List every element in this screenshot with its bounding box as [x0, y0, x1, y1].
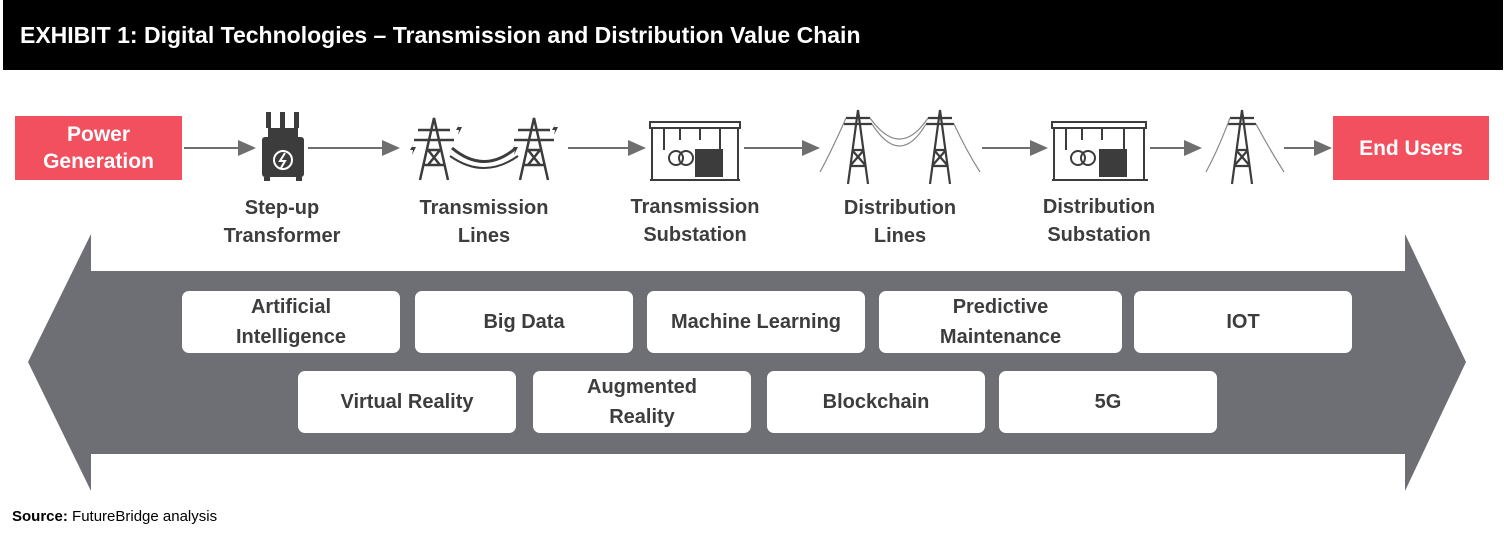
distribution-pole-icon: [1205, 109, 1285, 185]
stage-distribution-lines: Distribution Lines: [810, 194, 990, 250]
end-users-label: End Users: [1359, 136, 1463, 160]
tech-big-data: Big Data: [415, 291, 633, 353]
stage-label-line2: Substation: [643, 224, 747, 246]
tech-label: Machine Learning: [670, 311, 842, 333]
tech-iot: IOT: [1134, 291, 1352, 353]
stage-label-line2: Lines: [873, 225, 927, 247]
tech-label-line2: Reality: [609, 406, 675, 428]
tech-5g: 5G: [999, 371, 1217, 433]
tech-machine-learning: Machine Learning: [647, 291, 865, 353]
value-chain-flow: [184, 109, 1332, 185]
stage-step-up-transformer: Step-up Transformer: [192, 194, 372, 250]
stage-label-line1: Distribution: [1042, 196, 1156, 218]
distribution-pole-icon: [819, 109, 981, 185]
tech-virtual-reality: Virtual Reality: [298, 371, 516, 433]
stage-transmission-lines: Transmission Lines: [394, 194, 574, 250]
tech-label: IOT: [1226, 311, 1260, 333]
stage-label-line2: Substation: [1047, 224, 1151, 246]
substation-icon: [649, 121, 741, 181]
power-generation-box: Power Generation: [15, 116, 182, 180]
end-users-box: End Users: [1333, 116, 1489, 180]
tech-label-line2: Intelligence: [235, 326, 347, 348]
tech-blockchain: Blockchain: [767, 371, 985, 433]
source-text: FutureBridge analysis: [72, 508, 218, 525]
stage-label-line1: Step-up: [244, 197, 320, 219]
tech-label-line1: Augmented: [587, 376, 697, 398]
tech-label: Virtual Reality: [340, 391, 474, 413]
power-generation-label: Power Generation: [43, 123, 154, 173]
tech-label-line1: Artificial: [250, 296, 332, 318]
stage-label-line2: Transformer: [223, 225, 341, 247]
tech-label-line2: Maintenance: [939, 326, 1062, 348]
substation-icon: [1051, 121, 1148, 181]
stage-transmission-substation: Transmission Substation: [605, 193, 785, 249]
double-headed-arrow: [28, 234, 1466, 491]
stage-label-line2: Lines: [457, 225, 511, 247]
transmission-tower-icon: [414, 117, 554, 181]
source-note: Source: FutureBridge analysis: [12, 508, 217, 525]
tech-label: Big Data: [483, 311, 565, 333]
source-label: Source:: [12, 508, 68, 525]
transformer-icon: [262, 112, 304, 181]
tech-label-line1: Predictive: [952, 296, 1049, 318]
stage-label-line1: Transmission: [630, 196, 760, 218]
exhibit-title: EXHIBIT 1: Digital Technologies – Transm…: [3, 0, 1503, 70]
tech-label: Blockchain: [822, 391, 930, 413]
stage-label-line1: Distribution: [843, 197, 957, 219]
tech-label: 5G: [1094, 391, 1122, 413]
stage-label-line1: Transmission: [419, 197, 549, 219]
stage-distribution-substation: Distribution Substation: [1009, 193, 1189, 249]
spark-icon: [410, 123, 558, 155]
